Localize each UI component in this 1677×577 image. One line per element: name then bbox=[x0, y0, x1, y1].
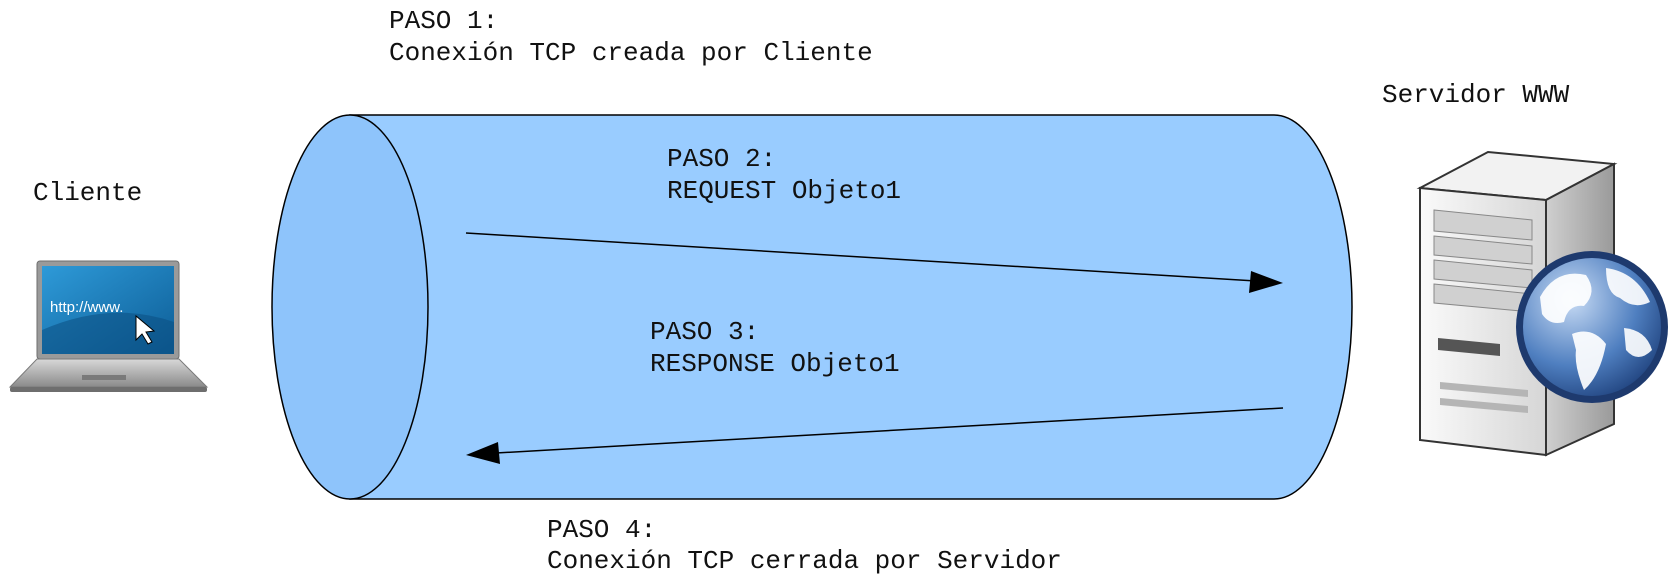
server-label: Servidor WWW bbox=[1382, 80, 1570, 110]
globe-icon bbox=[1516, 251, 1668, 403]
tube-left-face bbox=[271, 114, 429, 500]
client-label: Cliente bbox=[33, 178, 143, 208]
step1-text: Conexión TCP creada por Cliente bbox=[389, 38, 873, 68]
step4-text: Conexión TCP cerrada por Servidor bbox=[547, 546, 1062, 576]
step3-text: RESPONSE Objeto1 bbox=[650, 349, 900, 379]
tube-body bbox=[349, 114, 1353, 500]
step1-title: PASO 1: bbox=[389, 6, 499, 36]
step4-title: PASO 4: bbox=[547, 515, 657, 545]
request-arrow bbox=[465, 232, 1283, 293]
cursor-icon bbox=[135, 314, 156, 345]
laptop-screen-text: http://www. bbox=[50, 299, 123, 316]
tcp-connection-tube bbox=[271, 114, 1353, 500]
step2-text: REQUEST Objeto1 bbox=[667, 176, 902, 206]
laptop-icon: http://www. bbox=[8, 260, 209, 392]
step2-title: PASO 2: bbox=[667, 144, 777, 174]
response-arrow bbox=[466, 407, 1284, 464]
step3-title: PASO 3: bbox=[650, 317, 760, 347]
